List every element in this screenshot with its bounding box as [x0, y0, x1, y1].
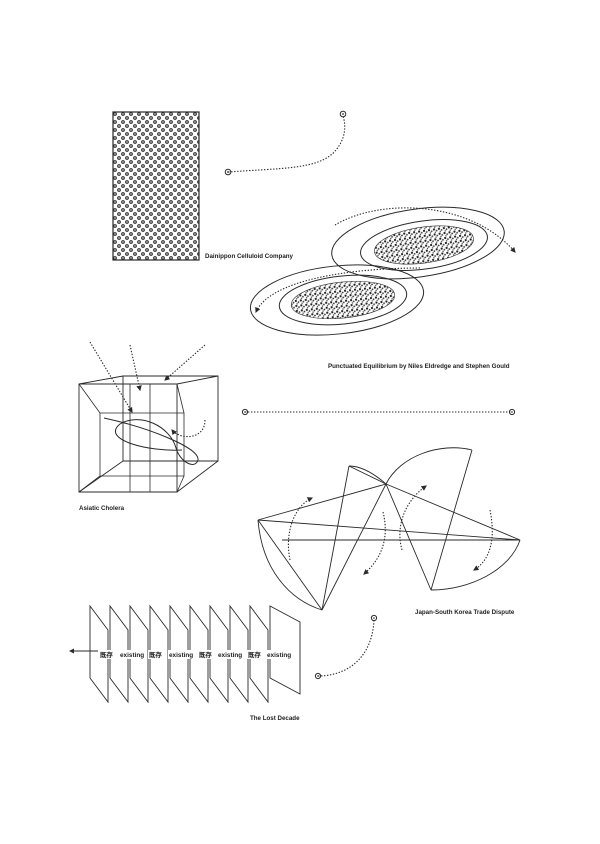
label-cholera: Asiatic Cholera	[79, 505, 125, 512]
frame-word: 既存	[248, 650, 261, 659]
label-punctuated: Punctuated Equilibrium by Niles Eldredge…	[328, 363, 510, 370]
label-lost-decade: The Lost Decade	[250, 715, 300, 722]
cholera-arrow-2	[129, 344, 142, 392]
upper-dish-texture	[374, 225, 474, 265]
lost-decade-figure: 既存 existing 既存 existing 既存 existing 既存 e…	[69, 604, 378, 722]
right-fan	[430, 539, 521, 591]
lost-decade-connector	[317, 619, 375, 677]
dainippon-connector-curve	[227, 115, 346, 173]
cholera-figure: Asiatic Cholera	[78, 341, 219, 512]
tangled-loop	[103, 417, 199, 465]
frame-word: existing	[218, 652, 242, 659]
cube-back-face	[122, 375, 219, 462]
punctuated-figure: Punctuated Equilibrium by Niles Eldredge…	[249, 206, 516, 370]
frame-word: 既存	[100, 650, 113, 659]
trade-arrow-4	[473, 509, 493, 571]
dainippon-figure: Dainippon Celluloid Company	[112, 110, 347, 261]
upper-dish-inner	[360, 219, 488, 271]
frame-word: existing	[169, 652, 193, 659]
cholera-arrow-4	[171, 419, 206, 438]
top-fan	[385, 447, 473, 485]
frame-words: 既存 existing 既存 existing 既存 existing 既存 e…	[99, 650, 294, 659]
label-dainippon: Dainippon Celluloid Company	[205, 253, 294, 260]
connector-node-end	[339, 110, 347, 118]
frame-word: existing	[267, 652, 291, 659]
frame-word: existing	[120, 652, 144, 659]
cholera-arrow-3	[164, 344, 206, 381]
dot-pattern-panel	[112, 111, 200, 261]
lower-dish-texture	[290, 280, 396, 320]
upper-dish-outer	[331, 206, 505, 280]
lower-dish-outer	[249, 264, 425, 336]
trade-arrow-3	[363, 511, 386, 575]
label-trade: Japan-South Korea Trade Dispute	[415, 609, 515, 616]
connector-node-start	[224, 168, 232, 176]
frame-word: 既存	[199, 650, 212, 659]
inner-box	[99, 412, 185, 477]
left-fan	[257, 519, 323, 611]
lower-dotted-arrow	[255, 267, 421, 314]
trade-figure: Japan-South Korea Trade Dispute	[257, 447, 521, 616]
frame-word: 既存	[149, 650, 162, 659]
trade-arrow-1	[287, 497, 314, 561]
trade-arrow-2	[399, 485, 427, 551]
frame-1	[89, 604, 109, 704]
cholera-arrow-1	[89, 341, 133, 413]
lower-dish-inner	[278, 274, 408, 326]
mid-fan	[348, 465, 387, 485]
straight-connector	[241, 408, 516, 416]
